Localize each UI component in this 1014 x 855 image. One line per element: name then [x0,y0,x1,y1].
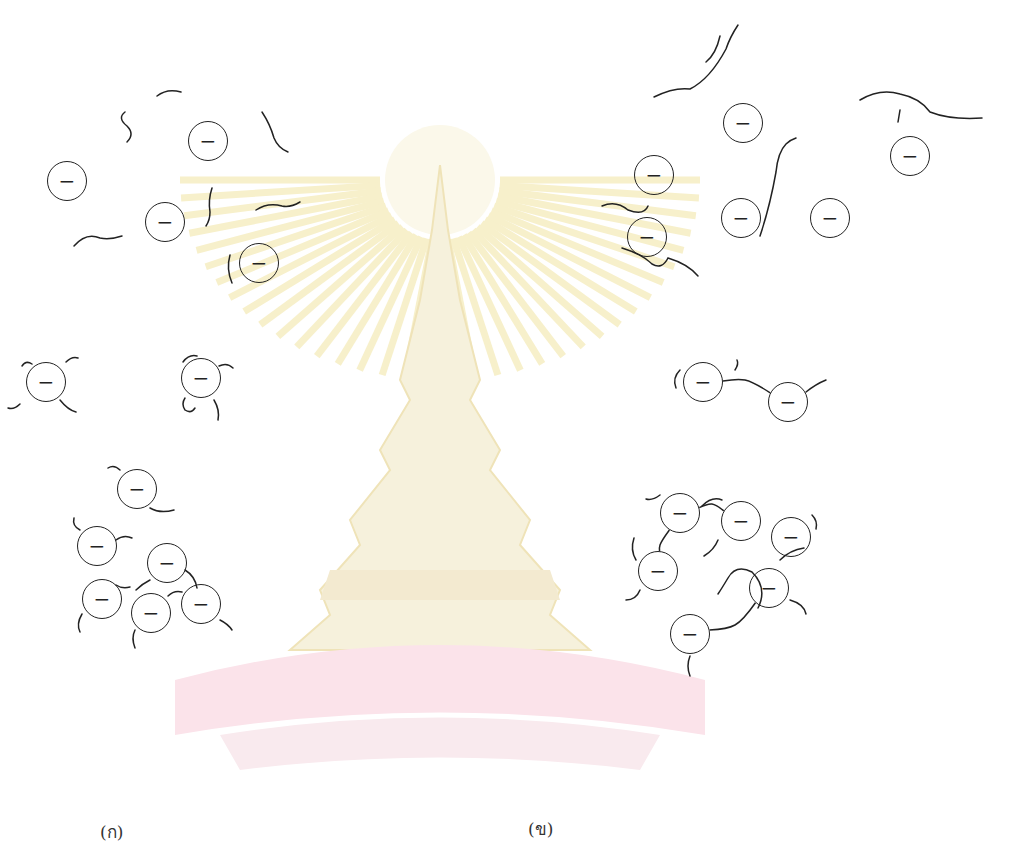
charge-sign: − [902,146,919,166]
particle-circle: − [723,103,763,143]
particle-circle: − [47,161,87,201]
charge-sign: − [94,589,111,609]
charge-sign: − [193,594,210,614]
charge-sign: − [735,113,752,133]
particle-circle: − [77,526,117,566]
charge-sign: − [733,511,750,531]
panel-label: (ก) [100,818,123,845]
particle-circle: − [638,551,678,591]
charge-sign: − [650,561,667,581]
charge-sign: − [639,227,656,247]
particle-circle: − [660,493,700,533]
charge-sign: − [783,527,800,547]
charge-sign: − [38,372,55,392]
charge-sign: − [143,603,160,623]
particle-circle: − [670,614,710,654]
charge-sign: − [672,503,689,523]
particle-circle: − [810,198,850,238]
charge-sign: − [159,553,176,573]
polymer-bridge [699,504,723,511]
particle-circle: − [721,198,761,238]
particle-circle: − [147,543,187,583]
charge-sign: − [129,479,146,499]
particle-circle: − [26,362,66,402]
charge-sign: − [695,372,712,392]
particle-circle: − [749,568,789,608]
particle-circle: − [181,358,221,398]
polymer-bridge [723,379,770,392]
particle-circle: − [181,584,221,624]
charge-sign: − [157,212,174,232]
particle-circle: − [771,517,811,557]
panel-label: (ข) [528,815,553,842]
polymer-bridge [710,603,756,630]
charge-sign: − [780,392,797,412]
particle-circle: − [634,155,674,195]
charge-sign: − [646,165,663,185]
charge-sign: − [682,624,699,644]
charge-sign: − [733,208,750,228]
charge-sign: − [761,578,778,598]
particle-circle: − [683,362,723,402]
charge-sign: − [200,131,217,151]
charge-sign: − [251,253,268,273]
particle-circle: − [117,469,157,509]
polymer-bridge [659,530,669,551]
charge-sign: − [193,368,210,388]
particle-circle: − [890,136,930,176]
particle-circle: − [131,593,171,633]
particle-circle: − [82,579,122,619]
charge-sign: − [59,171,76,191]
particle-circle: − [239,243,279,283]
charge-sign: − [89,536,106,556]
charge-sign: − [822,208,839,228]
particle-circle: − [768,382,808,422]
particle-circle: − [627,217,667,257]
particle-circle: − [188,121,228,161]
particle-circle: − [145,202,185,242]
particle-circle: − [721,501,761,541]
